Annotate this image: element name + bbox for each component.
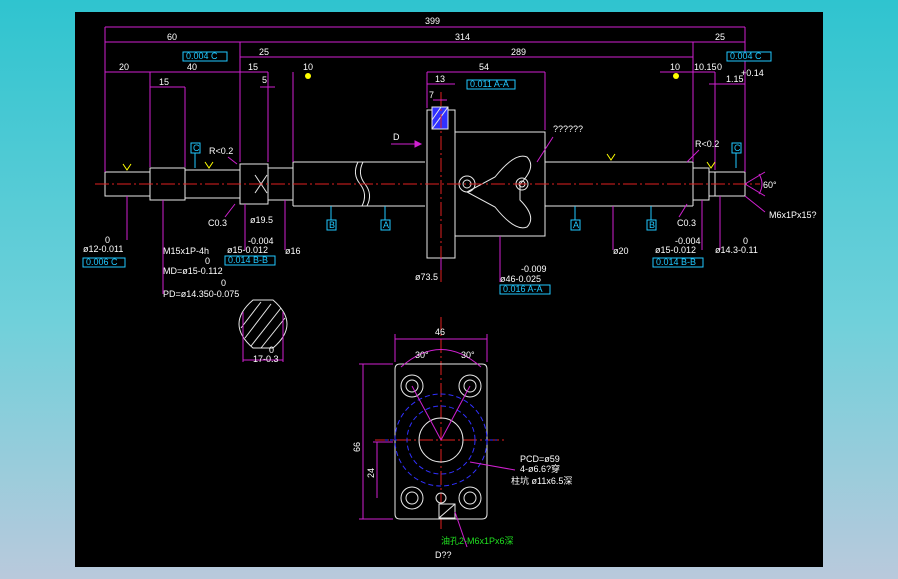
dim-angle-30b: 30°	[461, 350, 475, 360]
dim-nut-13: 13	[435, 74, 445, 84]
dim-mid-289: 289	[511, 47, 526, 57]
dim-left-5: 5	[262, 75, 267, 85]
dim-right-1015: 10.15	[694, 62, 717, 72]
label-d12: ø12-0.011	[83, 244, 123, 254]
dim-nut-54: 54	[479, 62, 489, 72]
cross-section	[238, 299, 288, 362]
label-m15: M15x1P-4h	[163, 246, 209, 256]
nut-flange-hatch	[431, 106, 449, 130]
dim-right-0: 0	[717, 62, 722, 72]
dim-angle-30a: 30°	[415, 350, 429, 360]
label-r02-left: R<0.2	[209, 146, 233, 156]
label-oil: 油孔2-M6x1Px6深	[441, 535, 514, 546]
label-pd-top: 0	[221, 278, 226, 288]
label-qmarks: ??????	[553, 124, 583, 134]
datum-b-2: B	[649, 220, 655, 230]
dim-left-20: 20	[119, 62, 129, 72]
label-d46-top: -0.009	[521, 264, 547, 274]
ball-screw-drawing: 399 60 314 25 25 289 20 40 15 15 5 10 54…	[82, 16, 817, 560]
label-d14: ø14.3-0.11	[715, 245, 758, 255]
label-d735: ø73.5	[415, 272, 438, 282]
dim-right-115: 1.15	[726, 74, 744, 84]
dim-left-15a: 15	[159, 77, 169, 87]
label-d195: ø19.5	[250, 215, 273, 225]
dimension-lines	[104, 26, 766, 294]
datum-c-left: C	[193, 143, 200, 153]
dim-right-25: 25	[715, 32, 725, 42]
label-c03-right: C0.3	[677, 218, 696, 228]
dimension-texts: 399 60 314 25 25 289 20 40 15 15 5 10 54…	[119, 16, 777, 478]
dim-left-10: 10	[303, 62, 313, 72]
tol-7: 0.014 B-B	[656, 257, 696, 267]
dim-nut-7: 7	[429, 90, 434, 100]
annotation-texts: R<0.2 R<0.2 C0.3 C0.3 ø19.5 ø16 0 ø12-0.…	[83, 124, 817, 560]
circle-markers	[305, 73, 679, 79]
label-d16: ø16	[285, 246, 301, 256]
label-sec: 17-0.3	[253, 354, 279, 364]
dim-left-60: 60	[167, 32, 177, 42]
tol-2: 0.004 C	[730, 51, 762, 61]
label-md: MD=ø15-0.112	[163, 266, 223, 276]
tol-6: 0.016 A-A	[503, 284, 543, 294]
label-md-top: 0	[205, 256, 210, 266]
label-view: D??	[435, 550, 452, 560]
tol-4: 0.006 C	[86, 257, 118, 267]
dim-flange-66: 66	[352, 442, 362, 452]
label-m6: M6x1Px15?	[769, 210, 817, 220]
datum-b-1: B	[329, 220, 335, 230]
label-d15-right-top: -0.004	[675, 236, 701, 246]
label-pd: PD=ø14.350-0.075	[163, 289, 239, 299]
label-r02-right: R<0.2	[695, 139, 719, 149]
label-d15-right: ø15-0.012	[655, 245, 696, 255]
dim-right-10: 10	[670, 62, 680, 72]
label-d12-top: 0	[105, 235, 110, 245]
label-sec-top: 0	[269, 345, 274, 355]
label-d15-left: ø15-0.012	[227, 245, 268, 255]
datum-a-1: A	[383, 220, 389, 230]
label-d46: ø46-0.025	[500, 274, 541, 284]
flange-view	[359, 334, 516, 548]
label-pcd: PCD=ø59	[520, 454, 560, 464]
cad-drawing-viewport[interactable]: 399 60 314 25 25 289 20 40 15 15 5 10 54…	[75, 12, 823, 567]
dim-left-15b: 15	[248, 62, 258, 72]
dim-flange-24: 24	[366, 468, 376, 478]
dim-right-014: +0.14	[741, 68, 764, 78]
tol-1: 0.004 C	[186, 51, 218, 61]
label-d20: ø20	[613, 246, 629, 256]
tol-5: 0.014 B-B	[228, 255, 268, 265]
label-holes: 4-ø6.6?穿	[520, 463, 560, 474]
label-d15-left-top: -0.004	[248, 236, 274, 246]
dim-overall: 399	[425, 16, 440, 26]
datum-markers: C C B A A B	[190, 142, 742, 231]
surface-finish-marks	[122, 153, 716, 171]
datum-a-2: A	[573, 220, 579, 230]
label-cbore: 柱坑 ø11x6.5深	[511, 475, 572, 486]
datum-c-right: C	[734, 143, 741, 153]
label-dir-d: D	[393, 132, 400, 142]
label-d14-top: 0	[743, 236, 748, 246]
tol-3: 0.011 A-A	[470, 79, 509, 89]
dim-mid-25: 25	[259, 47, 269, 57]
dim-flange-46: 46	[435, 327, 445, 337]
tolerance-frames: 0.004 C 0.004 C 0.011 A-A 0.006 C 0.014 …	[82, 51, 772, 295]
label-c03-left: C0.3	[208, 218, 227, 228]
dim-angle-60: 60°	[763, 180, 777, 190]
dim-right-314: 314	[455, 32, 470, 42]
dim-left-40: 40	[187, 62, 197, 72]
